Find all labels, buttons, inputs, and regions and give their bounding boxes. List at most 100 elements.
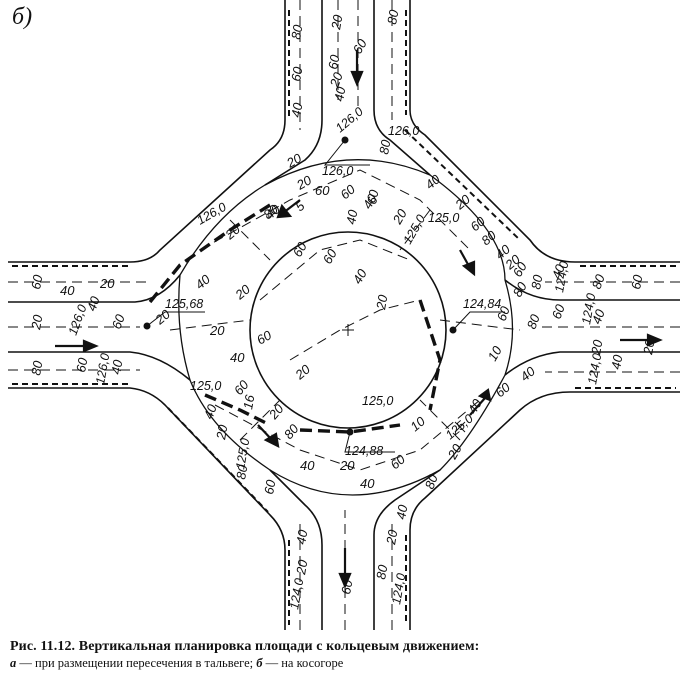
elevation-label: 125,0 [362, 394, 393, 408]
contour-label: 40 [288, 101, 305, 119]
elevation-label: 124,0 [389, 572, 408, 605]
elevation-label: 124,0 [552, 260, 571, 293]
elevation-label: 125,68 [165, 297, 203, 311]
contour-label: 10 [485, 343, 506, 364]
slope-hatch [575, 265, 676, 389]
slope-hatch [288, 535, 407, 625]
contour-label: 10 [407, 413, 428, 434]
central-island [249, 231, 447, 429]
contour-line [169, 319, 521, 331]
east-road-inner-edge-bottom [504, 351, 680, 376]
contour-label: 60 [109, 312, 128, 331]
roundabout-plan: 126,0126,0126,0126,0125,0125,68126,0125,… [8, 0, 680, 630]
contour-label: 40 [549, 262, 568, 281]
arrow-icon [257, 424, 280, 448]
elevation-leader [146, 311, 205, 327]
south-road-right-curb [409, 391, 680, 630]
elevation-label: 125,0 [428, 211, 459, 225]
contour-label: 60 [231, 377, 252, 398]
elevation-label: 125,0 [190, 379, 221, 393]
elevation-label: 125,0 [233, 437, 252, 470]
contour-label: 60 [288, 65, 305, 83]
contour-line [8, 281, 150, 371]
contour-label: 60 [337, 181, 358, 202]
west-road-bottom-curb [8, 387, 286, 630]
north-road-left-inner-edge [264, 0, 323, 186]
contour-label: 60 [338, 578, 355, 596]
caption-letter-a: а [10, 656, 17, 670]
elevation-label: 124,88 [345, 444, 383, 458]
contour-label: 20 [283, 150, 305, 171]
arrow-icon [276, 199, 301, 219]
contour-label: 20 [293, 172, 315, 193]
contour-label: 40 [60, 283, 75, 298]
contour-label: 80 [28, 359, 45, 377]
contour-line [214, 399, 481, 471]
contour-label: 60 [387, 451, 408, 472]
contour-label: 80 [589, 272, 608, 291]
contour-label: 40 [230, 350, 245, 365]
contour-label: 60 [315, 183, 330, 198]
contour-label: 40 [517, 363, 538, 384]
slope-hatch [288, 10, 407, 120]
contour-label: 40 [393, 503, 410, 521]
arrow-icon [55, 339, 99, 353]
gutter-line [148, 203, 271, 304]
elevation-label: 126,0 [93, 352, 112, 385]
elevation-label: 126,0 [322, 164, 353, 178]
arrow-icon [459, 249, 476, 277]
elevation-label: 124,0 [579, 292, 598, 325]
contour-label: 60 [628, 273, 645, 291]
contour-label: 40 [192, 271, 213, 292]
elevation-leader [323, 139, 370, 166]
contour-label: 40 [360, 476, 375, 491]
caption-text-a: — при размещении пересечения в тальвеге; [16, 656, 257, 670]
figure-caption: Рис. 11.12. Вертикальная планировка площ… [10, 638, 680, 672]
caption-text-b: — на косогоре [262, 656, 344, 670]
contour-label: 20 [588, 338, 606, 357]
contour-label: 20 [293, 558, 311, 577]
grid-mark [454, 421, 466, 433]
contour-line [229, 209, 461, 441]
contour-label: 40 [422, 171, 443, 192]
contour-line [540, 281, 680, 373]
elevation-label: 124,0 [585, 352, 604, 385]
contour-label: 20 [373, 293, 391, 312]
contour-label: 40 [589, 307, 608, 326]
north-road-right-curb [409, 0, 680, 263]
contour-label: 40 [108, 358, 125, 376]
contour-label: 20 [28, 313, 46, 332]
contour-label: 20 [292, 361, 314, 383]
contour-label: 80 [384, 8, 401, 26]
contour-label: 20 [213, 423, 231, 442]
contour-label: 60 [350, 36, 371, 57]
gutter-line [418, 299, 442, 411]
contour-label: 20 [326, 70, 346, 90]
contour-label: 20 [232, 281, 254, 303]
south-road-right-inner-edge [373, 469, 441, 630]
arrow-icon [469, 388, 492, 416]
gutter-line [299, 423, 401, 434]
contour-label: 20 [383, 528, 401, 547]
contour-label: 80 [510, 279, 531, 300]
contour-label: 20 [99, 276, 115, 291]
caption-letter-b: б [256, 656, 263, 670]
elevation-leader [344, 431, 395, 453]
contour-label: 60 [549, 302, 568, 321]
contour-label: 40 [350, 266, 371, 287]
contour-label: 60 [325, 53, 342, 71]
contour-label: 80 [233, 463, 250, 481]
contour-label: 20 [209, 323, 225, 338]
contour-label: 60 [73, 356, 90, 374]
contour-line [299, 510, 393, 630]
contour-label: 80 [524, 312, 543, 331]
contour-label: 40 [84, 294, 103, 313]
contour-label: 20 [328, 13, 346, 32]
elevation-label: 124,84 [463, 297, 501, 311]
contour-label: 20 [444, 441, 465, 463]
panel-label: б) [12, 4, 33, 30]
gutter-line [204, 393, 271, 427]
contour-label: 60 [28, 273, 45, 291]
contour-label: 80 [422, 472, 441, 491]
